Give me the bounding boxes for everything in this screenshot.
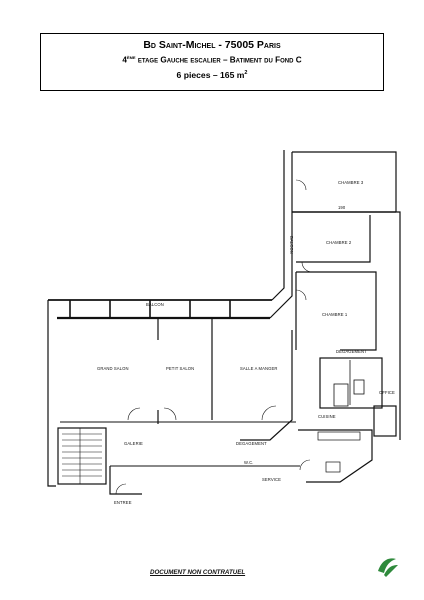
kitchen-counter bbox=[317, 431, 361, 441]
rooms-area: 6 pieces – 165 m2 bbox=[41, 67, 383, 82]
kitchen-sink bbox=[325, 461, 341, 473]
door-arc-ch1 bbox=[295, 289, 307, 301]
door-arc-petit bbox=[127, 407, 141, 421]
label-wc: W.C. bbox=[244, 460, 253, 465]
label-chambre2: CHAMBRE 2 bbox=[326, 240, 352, 245]
area-unit-sup: 2 bbox=[244, 69, 248, 76]
door-arc-salle bbox=[261, 405, 277, 421]
label-balcon-side: BALCON bbox=[289, 236, 294, 254]
stair-treads bbox=[62, 428, 102, 484]
wall-diagonal-balcony bbox=[271, 150, 285, 301]
door-arc-petit2 bbox=[163, 407, 177, 421]
agency-logo-icon bbox=[378, 558, 398, 577]
wall-entree bbox=[109, 466, 142, 495]
wall-diagonal-inner bbox=[269, 152, 293, 319]
wall-chambre2-right bbox=[296, 215, 371, 263]
label-grand-salon: GRAND SALON bbox=[97, 366, 129, 371]
bathtub bbox=[333, 383, 349, 407]
label-galerie: GALERIE bbox=[124, 441, 143, 446]
floor-number: 4 bbox=[122, 55, 127, 65]
wall-right-outer bbox=[396, 211, 401, 440]
label-salle-a-manger: SALLE A MANGER bbox=[240, 366, 277, 371]
bathroom-block bbox=[319, 357, 383, 409]
kitchen-walls bbox=[298, 429, 373, 483]
window-ticks bbox=[69, 300, 231, 318]
label-petit-salon: PETIT SALON bbox=[166, 366, 194, 371]
rooms-area-text: 6 pieces – 165 m bbox=[176, 69, 245, 80]
door-arc-entree bbox=[115, 483, 127, 495]
floor-suffix: ème bbox=[126, 55, 136, 61]
address-title: Bd Saint-Michel - 75005 Paris bbox=[143, 39, 281, 51]
staircase bbox=[57, 427, 107, 485]
dim-label: 190 bbox=[338, 205, 346, 210]
label-degagement-top: DEGAGEMENT bbox=[336, 349, 367, 354]
shower bbox=[353, 379, 365, 395]
wall-outer-top bbox=[47, 300, 56, 487]
door-arc-kitchen bbox=[299, 459, 311, 471]
office-room bbox=[373, 405, 397, 437]
label-office: OFFICE bbox=[379, 390, 395, 395]
label-chambre1: CHAMBRE 1 bbox=[322, 312, 348, 317]
label-entree: ENTREE bbox=[114, 500, 132, 505]
door-arc-ch2 bbox=[301, 261, 313, 273]
wall-right-wing bbox=[292, 151, 397, 212]
floor-info: 4ème etage Gauche escalier – Batiment du… bbox=[41, 52, 383, 67]
header-box: Bd Saint-Michel - 75005 Paris 4ème etage… bbox=[40, 33, 384, 91]
label-cuisine: CUISINE bbox=[318, 414, 336, 419]
floor-description: etage Gauche escalier – Batiment du Fond… bbox=[135, 55, 302, 65]
door-arc-ch3 bbox=[295, 179, 307, 191]
wall-salle-right bbox=[240, 330, 293, 441]
disclaimer-note: DOCUMENT NON CONTRATUEL bbox=[150, 569, 246, 576]
wall-chambre1 bbox=[296, 271, 377, 351]
label-degagement-bottom: DEGAGEMENT bbox=[236, 441, 267, 446]
label-chambre3: CHAMBRE 3 bbox=[338, 180, 364, 185]
label-balcon-main: BALCON bbox=[146, 302, 164, 307]
label-service: SERVICE bbox=[262, 477, 281, 482]
